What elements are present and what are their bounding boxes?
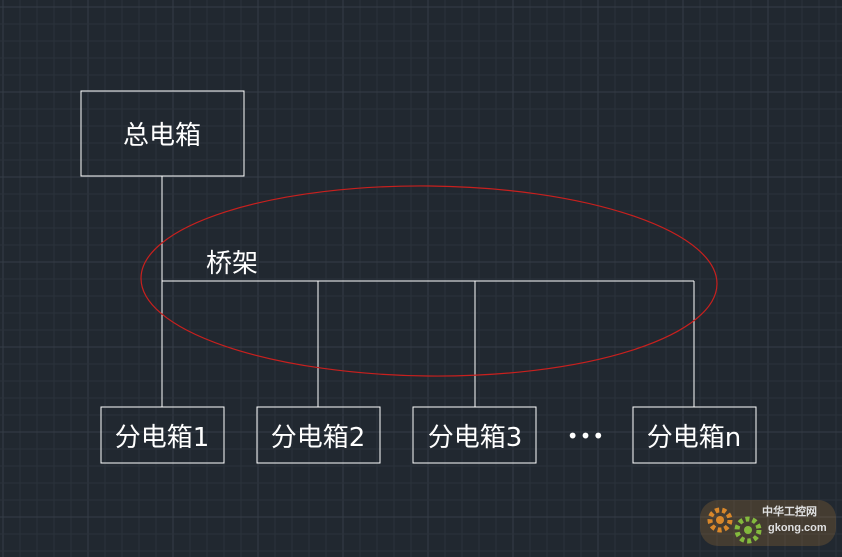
sub-box-1[interactable]: 分电箱1	[100, 406, 225, 464]
sub-box-frame	[412, 406, 537, 464]
watermark-glow	[700, 500, 836, 546]
sub-box-2[interactable]: 分电箱2	[256, 406, 381, 464]
ellipsis-dots: •••	[567, 424, 605, 448]
highlight-ellipse	[140, 185, 718, 377]
sub-box-label: 分电箱3	[428, 423, 523, 453]
sub-box-label: 分电箱2	[271, 423, 366, 453]
connection-lines	[161, 176, 695, 407]
sub-box-frame	[100, 406, 225, 464]
tray-label: 桥架	[206, 249, 258, 279]
sub-box-frame	[632, 406, 757, 464]
watermark-site-cn: 中华工控网	[762, 504, 817, 518]
sub-box-n[interactable]: 分电箱n	[632, 406, 757, 464]
main-box-label: 总电箱	[123, 121, 201, 151]
sub-box-label: 分电箱n	[647, 423, 741, 453]
watermark-site-url: gkong.com	[768, 522, 827, 534]
sub-box-frame	[256, 406, 381, 464]
watermark: 中华工控网 gkong.com	[700, 500, 836, 546]
sub-box-label: 分电箱1	[115, 423, 210, 453]
sub-box-3[interactable]: 分电箱3	[412, 406, 537, 464]
gear-logo-icon	[707, 507, 762, 544]
